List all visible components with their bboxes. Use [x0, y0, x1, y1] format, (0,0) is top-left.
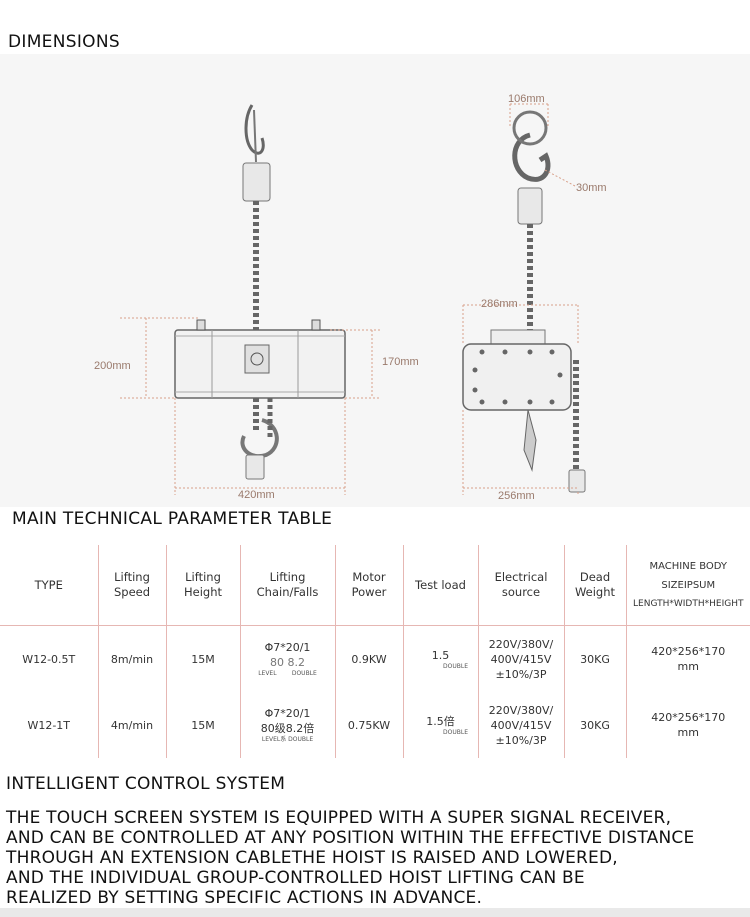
cell-test-value: 1.5倍	[426, 714, 455, 728]
cell-chain-line1: Φ7*20/1	[264, 707, 311, 720]
body-line: THROUGH AN EXTENSION CABLETHE HOIST IS R…	[6, 848, 618, 868]
table-header-row: TYPE Lifting Speed Lifting Height Liftin…	[0, 545, 750, 626]
header-machine-body: MACHINE BODY SIZEIPSUM LENGTH*WIDTH*HEIG…	[625, 545, 750, 626]
dimension-drawing: 200mm 170mm 420mm 106mm	[94, 93, 607, 502]
cell-elec-line1: 220V/380V/	[488, 637, 554, 651]
header-chain-falls: Lifting Chain/Falls	[239, 545, 335, 626]
cell-weight: 30KG	[563, 692, 626, 758]
cell-test-value: 1.5	[431, 648, 450, 662]
body-line: AND THE INDIVIDUAL GROUP-CONTROLLED HOIS…	[6, 868, 585, 888]
front-view-hoist	[174, 104, 346, 480]
cell-chain-line2: 80 8.2	[270, 656, 305, 669]
header-machine-body-line1: MACHINE BODY	[649, 560, 728, 572]
header-lifting-height: Lifting Height	[165, 545, 240, 626]
control-heading: INTELLIGENT CONTROL SYSTEM	[6, 774, 286, 794]
header-dead-weight: Dead Weight	[563, 545, 626, 626]
front-width-label: 420mm	[238, 489, 275, 501]
side-view-hoist	[462, 110, 586, 493]
cell-chain: Φ7*20/1 80级8.2倍 LEVEL系 DOUBLE	[239, 692, 335, 758]
front-height-outer-label: 200mm	[94, 360, 131, 372]
header-lifting-speed: Lifting Speed	[97, 545, 166, 626]
cell-chain-sub: LEVEL DOUBLE	[243, 670, 333, 678]
header-machine-body-line3: LENGTH*WIDTH*HEIGHT	[633, 598, 744, 609]
cell-size-value: 420*256*170	[651, 711, 726, 724]
cell-chain-line2: 80级8.2倍	[260, 722, 315, 735]
front-height-inner-label: 170mm	[382, 356, 419, 368]
cell-chain-sub: LEVEL系 DOUBLE	[243, 736, 333, 744]
body-line: AND CAN BE CONTROLLED AT ANY POSITION WI…	[6, 828, 695, 848]
side-hook-width-label: 106mm	[508, 93, 545, 105]
cell-size: 420*256*170 mm	[625, 692, 750, 758]
cell-speed: 8m/min	[97, 625, 166, 692]
cell-elec-line1: 220V/380V/	[488, 703, 554, 717]
header-type: TYPE	[34, 577, 63, 592]
bottom-divider	[0, 908, 750, 917]
cell-elec-line3: ±10%/3P	[495, 733, 547, 747]
header-electrical-source: Electrical source	[477, 545, 564, 626]
cell-power: 0.75KW	[334, 692, 403, 758]
cell-chain: Φ7*20/1 80 8.2 LEVEL DOUBLE	[239, 625, 335, 692]
cell-size-unit: mm	[677, 726, 699, 739]
cell-chain-level: LEVEL	[258, 670, 277, 677]
body-line: THE TOUCH SCREEN SYSTEM IS EQUIPPED WITH…	[6, 808, 672, 828]
cell-test: 1.5 DOUBLE	[402, 625, 478, 692]
header-machine-body-line2: SIZEIPSUM	[661, 579, 716, 591]
header-motor-power: Motor Power	[334, 545, 403, 626]
cell-electrical: 220V/380V/ 400V/415V ±10%/3P	[477, 625, 564, 692]
parameter-table-wrap: TYPE Lifting Speed Lifting Height Liftin…	[0, 545, 750, 773]
control-description: THE TOUCH SCREEN SYSTEM IS EQUIPPED WITH…	[6, 808, 746, 908]
cell-weight: 30KG	[563, 625, 626, 692]
side-hook-throat-label: 30mm	[576, 182, 607, 194]
header-test-load: Test load	[402, 545, 478, 626]
cell-elec-line2: 400V/415V	[490, 652, 552, 666]
cell-power: 0.9KW	[334, 625, 403, 692]
cell-speed: 4m/min	[97, 692, 166, 758]
cell-chain-level: LEVEL系	[261, 736, 287, 743]
table-row: W12-0.5T 8m/min 15M Φ7*20/1 80 8.2 LEVEL…	[0, 625, 750, 692]
cell-test-sub: DOUBLE	[443, 662, 468, 670]
cell-electrical: 220V/380V/ 400V/415V ±10%/3P	[477, 692, 564, 758]
param-table-heading: MAIN TECHNICAL PARAMETER TABLE	[12, 509, 333, 529]
cell-size-value: 420*256*170	[651, 645, 726, 658]
table-row: W12-1T 4m/min 15M Φ7*20/1 80级8.2倍 LEVEL系…	[0, 692, 750, 758]
parameter-table: TYPE Lifting Speed Lifting Height Liftin…	[0, 545, 750, 758]
dimensions-panel	[0, 54, 750, 507]
cell-type: W12-1T	[27, 718, 71, 732]
side-body-length-label: 286mm	[481, 298, 518, 310]
body-line: REALIZED BY SETTING SPECIFIC ACTIONS IN …	[6, 888, 483, 908]
cell-chain-double: DOUBLE	[291, 670, 317, 677]
cell-chain-double: DOUBLE	[288, 736, 314, 743]
cell-chain-line1: Φ7*20/1	[264, 641, 311, 654]
cell-elec-line3: ±10%/3P	[495, 667, 547, 681]
cell-elec-line2: 400V/415V	[490, 718, 552, 732]
side-width-label: 256mm	[498, 490, 535, 502]
cell-height: 15M	[165, 692, 240, 758]
cell-size: 420*256*170 mm	[625, 625, 750, 692]
cell-test-sub: DOUBLE	[443, 728, 468, 736]
cell-type: W12-0.5T	[22, 652, 76, 666]
dimensions-heading: DIMENSIONS	[8, 32, 120, 52]
cell-size-unit: mm	[677, 660, 699, 673]
cell-test: 1.5倍 DOUBLE	[402, 692, 478, 758]
cell-height: 15M	[165, 625, 240, 692]
